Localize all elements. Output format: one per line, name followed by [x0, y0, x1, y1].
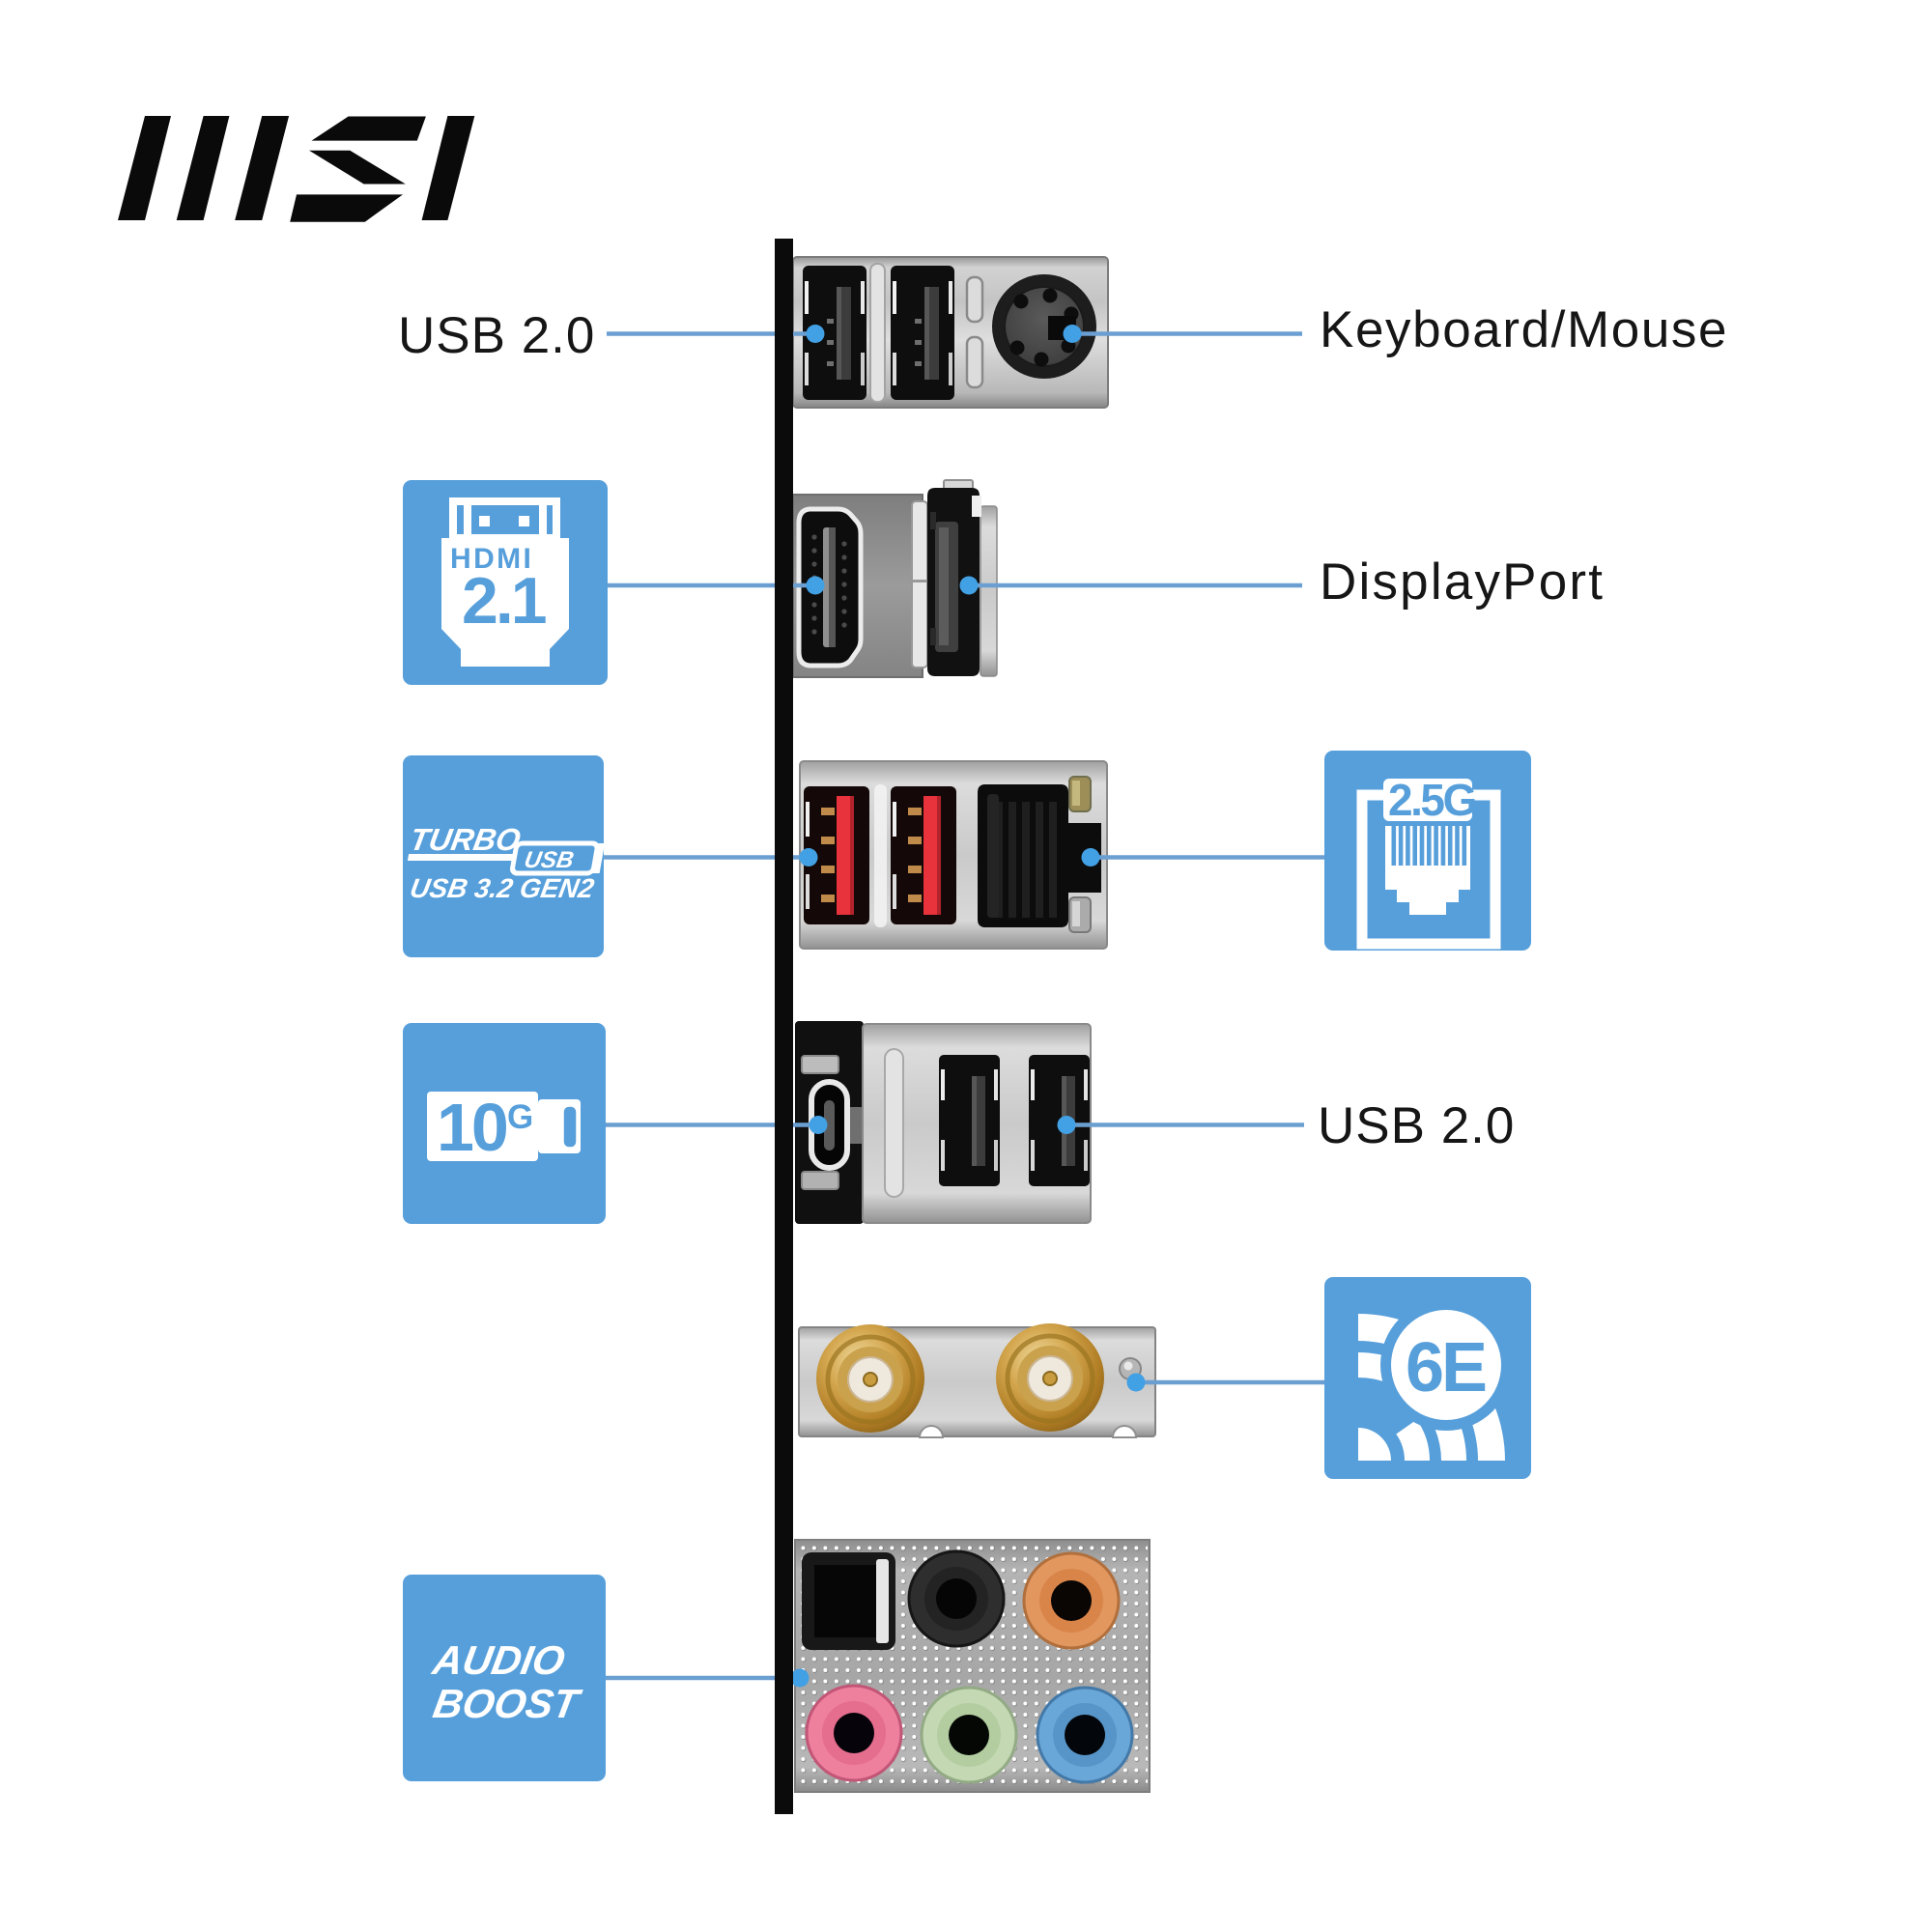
svg-text:10: 10 — [437, 1090, 507, 1165]
svg-text:TURBO: TURBO — [408, 822, 524, 857]
svg-text:6E: 6E — [1406, 1329, 1486, 1406]
svg-text:USB: USB — [523, 847, 576, 873]
svg-text:AUDIO: AUDIO — [429, 1637, 569, 1683]
svg-text:DisplayPort: DisplayPort — [1320, 554, 1605, 611]
svg-text:HDMI: HDMI — [450, 543, 533, 575]
svg-text:USB 3.2 GEN2: USB 3.2 GEN2 — [408, 872, 597, 903]
svg-text:2.1: 2.1 — [462, 564, 546, 638]
svg-text:USB 2.0: USB 2.0 — [398, 307, 595, 364]
svg-text:G: G — [507, 1098, 533, 1136]
svg-text:BOOST: BOOST — [430, 1681, 585, 1726]
svg-text:2.5G: 2.5G — [1388, 775, 1475, 825]
svg-text:USB 2.0: USB 2.0 — [1318, 1097, 1515, 1154]
svg-text:Keyboard/Mouse: Keyboard/Mouse — [1320, 301, 1728, 358]
